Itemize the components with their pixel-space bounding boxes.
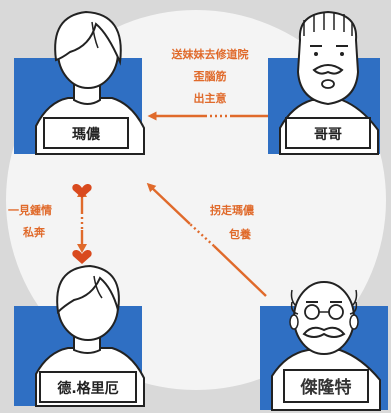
portrait-des-grieux: 德.格里厄 bbox=[14, 264, 145, 407]
portrait-mary: 瑪儂 bbox=[14, 10, 145, 155]
heart-icon bbox=[72, 183, 92, 198]
name-des-grieux: 德.格里厄 bbox=[57, 380, 118, 397]
heart-icon bbox=[72, 249, 92, 264]
label-jackie-line-1: 拐走瑪儂 bbox=[210, 203, 255, 217]
name-jackie: 傑隆特 bbox=[300, 377, 352, 398]
label-jackie-line-2: 包養 bbox=[228, 227, 251, 241]
relation-brother-to-mary: 送妹妹去修道院 歪腦筋 出主意 bbox=[147, 47, 268, 121]
label-brother-line-3: 出主意 bbox=[194, 91, 227, 105]
label-love-line-2: 私奔 bbox=[23, 225, 46, 239]
label-brother-line-2: 歪腦筋 bbox=[194, 69, 227, 83]
label-love-line-1: 一見鍾情 bbox=[8, 203, 52, 217]
portrait-brother: 哥哥 bbox=[268, 10, 380, 155]
relation-jackie-to-mary: 拐走瑪儂 包養 bbox=[146, 182, 267, 297]
name-brother: 哥哥 bbox=[314, 127, 342, 143]
label-brother-line-1: 送妹妹去修道院 bbox=[171, 47, 249, 61]
name-mary: 瑪儂 bbox=[72, 126, 101, 143]
portrait-jackie: 傑隆特 bbox=[260, 281, 388, 411]
relation-mary-des-grieux: 一見鍾情 私奔 bbox=[8, 183, 92, 264]
